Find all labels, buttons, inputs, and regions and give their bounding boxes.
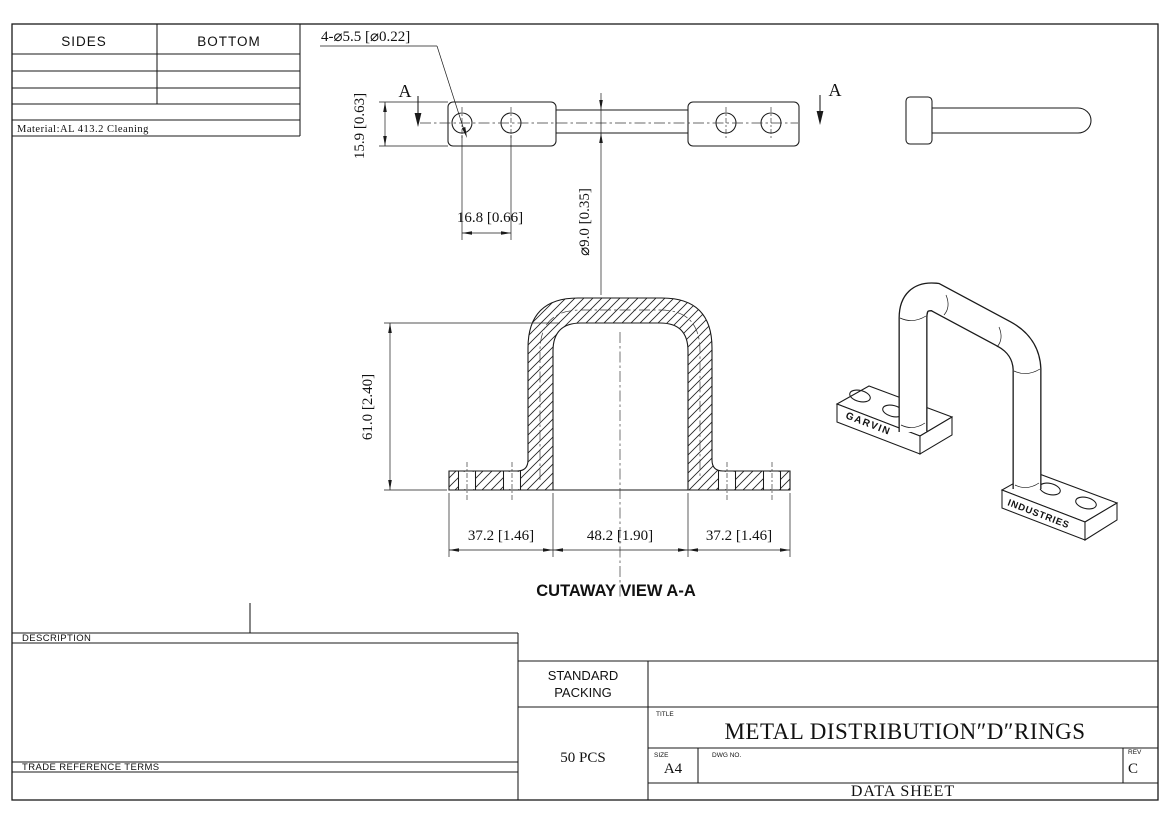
iso-view: GARVIN INDUSTRIES — [835, 282, 1119, 541]
cutaway-view: 61.0 [2.40] 37.2 [1.46] 48.2 [1.90] 37.2… — [360, 297, 791, 600]
description-label: DESCRIPTION — [22, 633, 91, 644]
top-view: 4-⌀5.5 [⌀0.22] A A 15.9 [0.63] 16.8 [0.6… — [320, 29, 842, 295]
packing-label-line1: STANDARD — [548, 668, 619, 683]
title-block: STANDARD PACKING 50 PCS TITLE METAL DIST… — [518, 660, 1158, 800]
packing-label-line2: PACKING — [554, 685, 612, 700]
sheet-name: DATA SHEET — [851, 783, 955, 800]
dwg-no-label: DWG NO. — [712, 752, 741, 759]
dim-left-foot: 37.2 [1.46] — [468, 528, 534, 544]
iso-left-plate: GARVIN — [835, 385, 954, 455]
sheet-frame — [11, 23, 1159, 801]
iso-tube — [898, 282, 1042, 489]
packing-qty: 50 PCS — [560, 750, 605, 766]
title-label: TITLE — [656, 711, 674, 718]
section-letter-right: A — [829, 80, 842, 100]
dim-bar-diameter: ⌀9.0 [0.35] — [577, 188, 593, 256]
dim-right-foot: 37.2 [1.46] — [706, 528, 772, 544]
side-view — [905, 96, 1092, 145]
drawing-title: METAL DISTRIBUTION″D″RINGS — [724, 719, 1085, 744]
cutaway-caption: CUTAWAY VIEW A-A — [536, 582, 696, 600]
dim-plate-height: 15.9 [0.63] — [352, 93, 368, 159]
materials-table: SIDES BOTTOM Material:AL 413.2 Cleaning — [12, 24, 301, 137]
table-header-bottom: BOTTOM — [197, 34, 261, 49]
table-header-sides: SIDES — [61, 34, 107, 49]
dim-height: 61.0 [2.40] — [360, 374, 376, 440]
material-note: Material:AL 413.2 Cleaning — [17, 124, 149, 135]
section-letter-left: A — [399, 81, 412, 101]
flange-hole-edges — [457, 471, 782, 490]
section-material — [448, 297, 791, 491]
dim-opening: 48.2 [1.90] — [587, 528, 653, 544]
size-value: A4 — [664, 761, 683, 777]
size-label: SIZE — [654, 752, 669, 759]
dim-hole-spacing: 16.8 [0.66] — [457, 210, 523, 226]
trade-label: TRADE REFERENCE TERMS — [22, 762, 160, 773]
bottom-left-block: DESCRIPTION TRADE REFERENCE TERMS — [12, 603, 519, 800]
holes-callout: 4-⌀5.5 [⌀0.22] — [321, 29, 410, 45]
rev-label: REV — [1128, 749, 1142, 756]
rev-value: C — [1128, 761, 1138, 777]
